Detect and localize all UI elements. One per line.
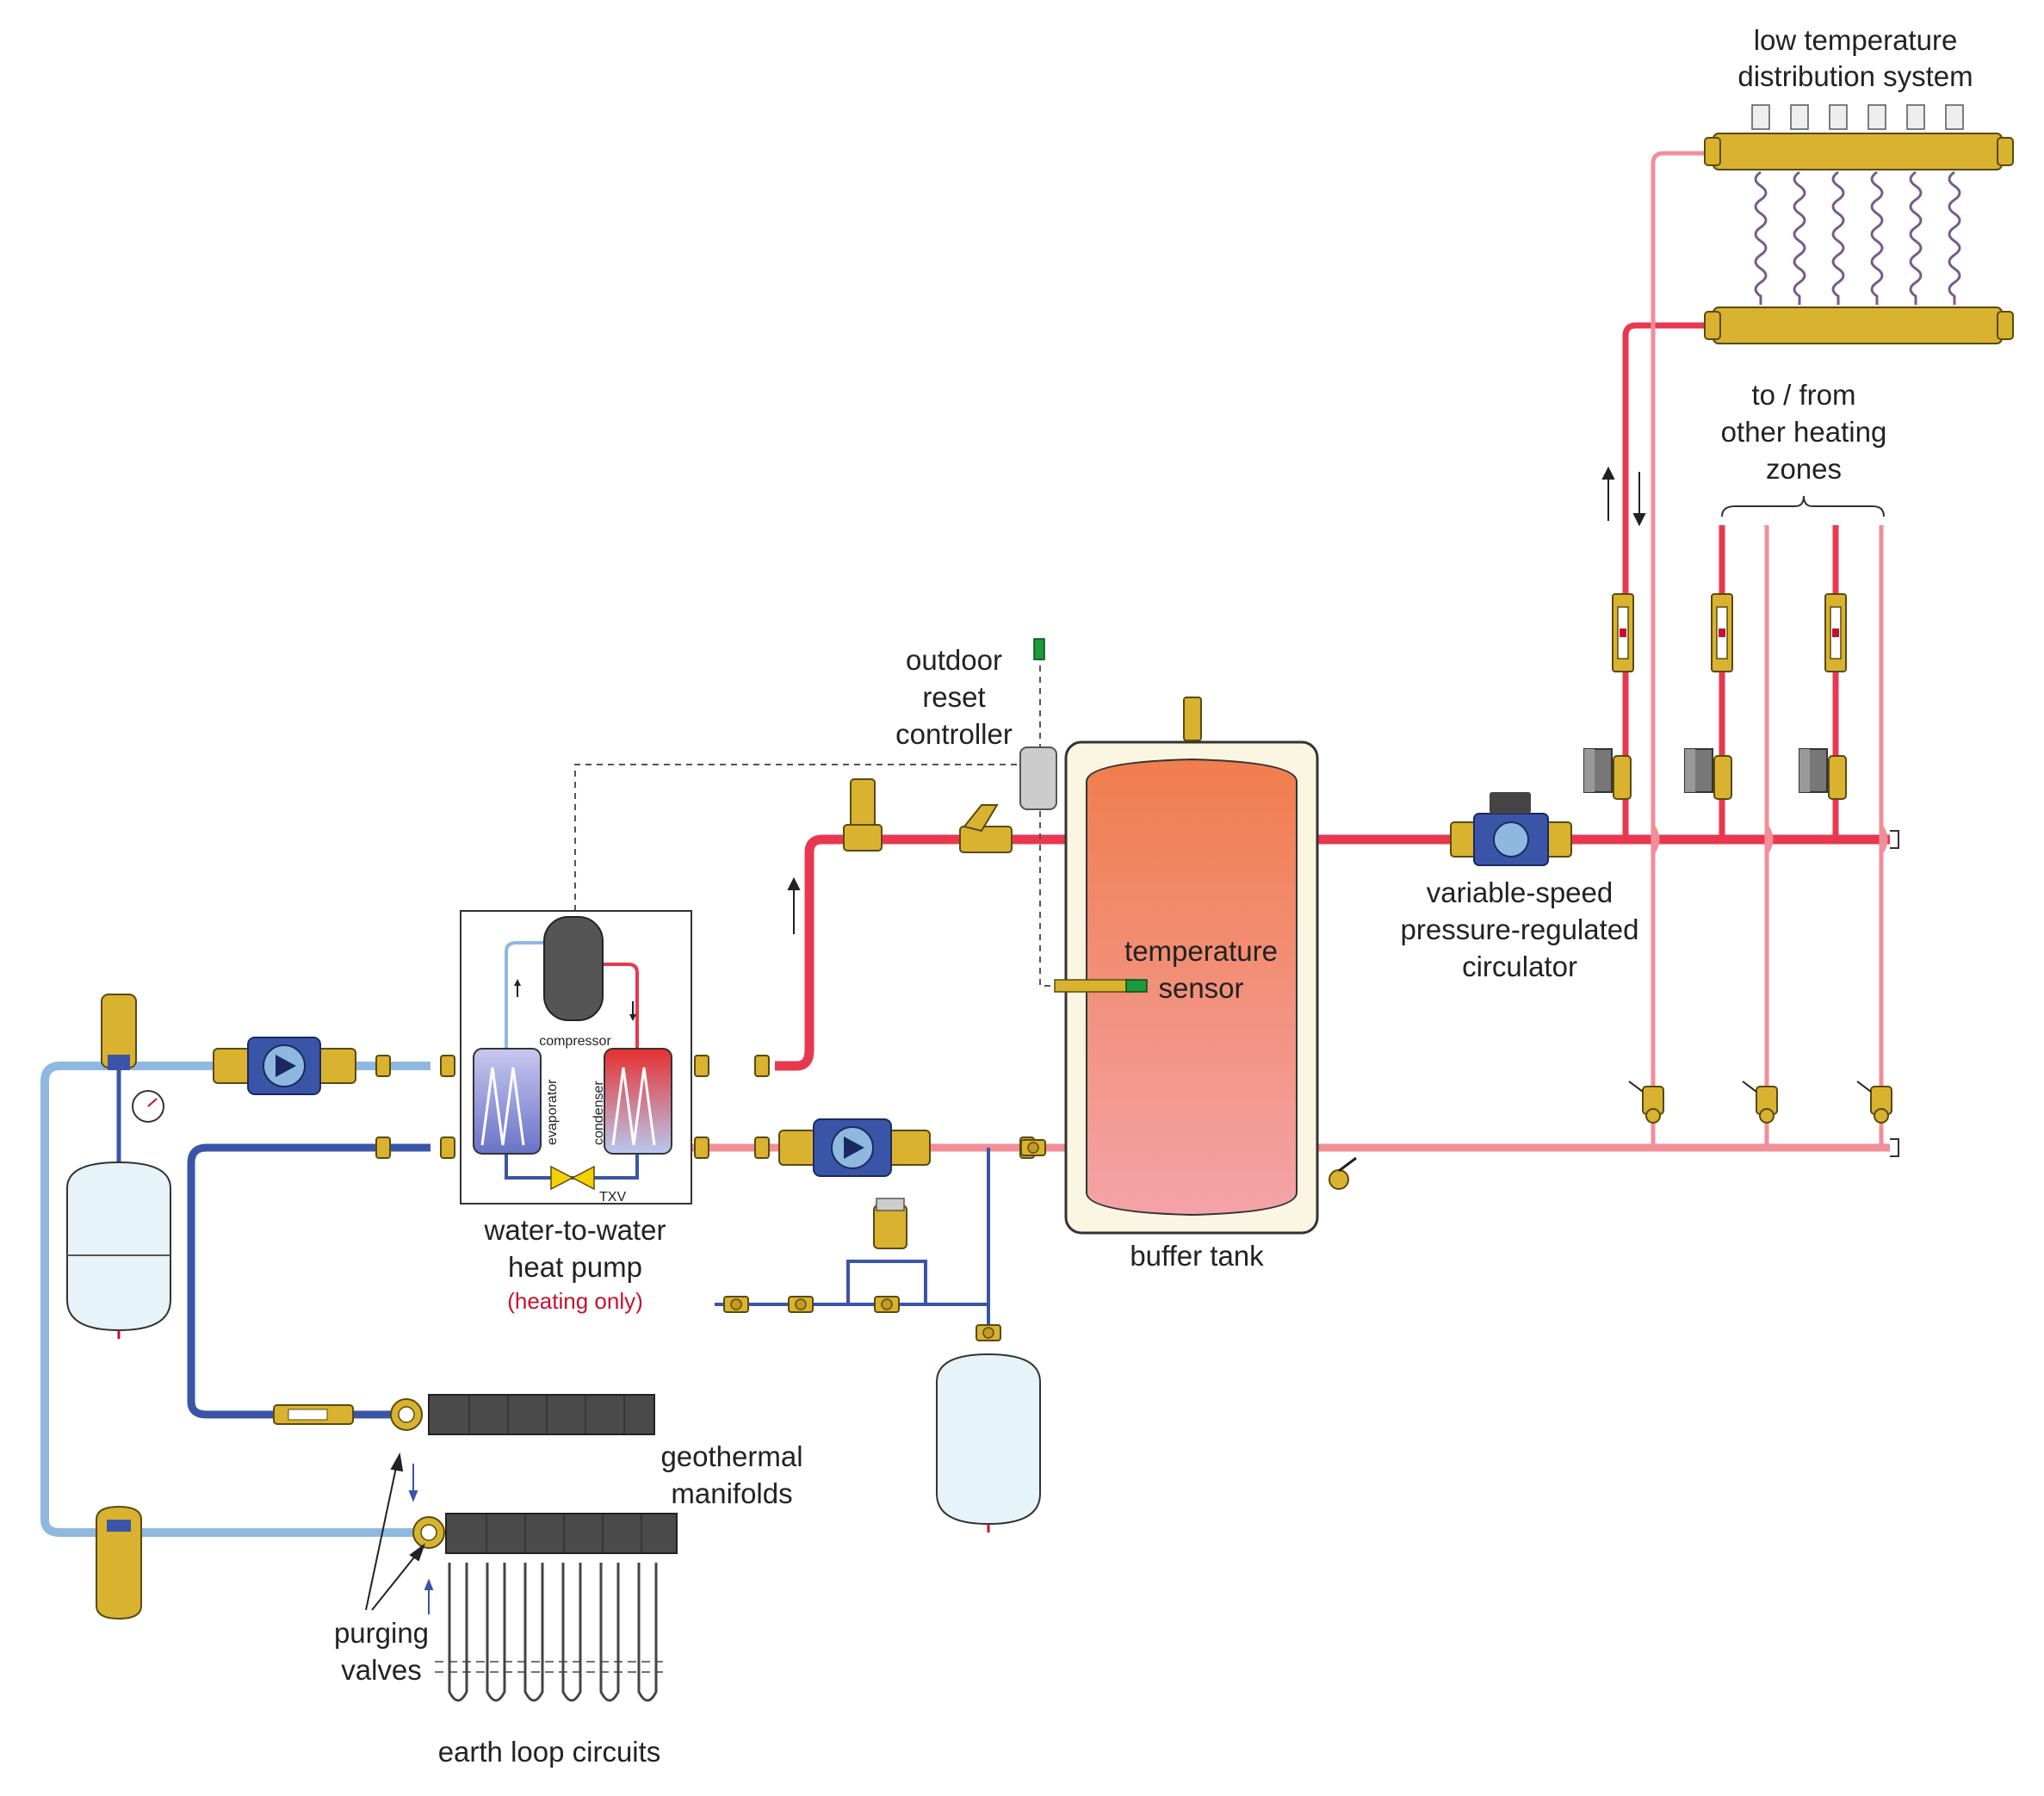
label-outdoor-reset: outdoor reset controller xyxy=(895,644,1013,750)
label-low-temp-distribution: low temperature distribution system xyxy=(1737,24,1973,92)
svg-text:(heating only): (heating only) xyxy=(507,1288,643,1314)
label-geothermal-manifolds: geothermal manifolds xyxy=(660,1440,802,1509)
buffer-tank xyxy=(1054,697,1357,1235)
svg-text:controller: controller xyxy=(895,718,1013,750)
variable-speed-circulator xyxy=(1450,792,1572,866)
label-variable-speed-circulator: variable-speed pressure-regulated circul… xyxy=(1401,876,1639,982)
earth-loop-dark-pipe xyxy=(187,1143,430,1419)
source-circulator-condenser xyxy=(778,1118,931,1177)
svg-text:low temperature: low temperature xyxy=(1754,24,1958,56)
geothermal-manifold-bottom xyxy=(412,1513,678,1554)
label-compressor: compressor xyxy=(539,1034,611,1049)
svg-text:other heating: other heating xyxy=(1721,416,1887,448)
label-heat-pump: water-to-water heat pump (heating only) xyxy=(484,1214,666,1314)
svg-text:geothermal: geothermal xyxy=(660,1440,802,1472)
svg-text:variable-speed: variable-speed xyxy=(1427,876,1613,908)
svg-text:heat pump: heat pump xyxy=(508,1251,642,1283)
hot-supply-pipe-hp-to-tank xyxy=(775,834,1087,1071)
svg-text:reset: reset xyxy=(922,681,985,713)
svg-text:outdoor: outdoor xyxy=(906,644,1002,676)
supply-riser-main xyxy=(1622,322,1718,839)
svg-text:temperature: temperature xyxy=(1124,935,1278,967)
air-separator-bottom xyxy=(96,1505,142,1620)
flow-arrows-riser xyxy=(787,466,1646,934)
earth-loop-expansion-tank xyxy=(66,1161,171,1339)
piping xyxy=(40,151,1899,1537)
return-riser-main xyxy=(1651,151,1718,1148)
svg-text:sensor: sensor xyxy=(1158,972,1243,1004)
source-circulator-evaporator xyxy=(213,1037,356,1095)
label-purging-valves: purging valves xyxy=(334,1617,429,1686)
label-evaporator: evaporator xyxy=(545,1079,560,1145)
supply-air-vent xyxy=(843,778,883,852)
earth-loop-light-pipe xyxy=(40,1062,430,1537)
svg-text:circulator: circulator xyxy=(1462,951,1577,982)
svg-text:pressure-regulated: pressure-regulated xyxy=(1401,913,1639,945)
pressure-gauge xyxy=(132,1090,164,1123)
wye-strainer xyxy=(959,804,1013,853)
label-temperature-sensor: temperature sensor xyxy=(1124,935,1278,1004)
label-earth-loop-circuits: earth loop circuits xyxy=(438,1736,661,1768)
label-to-from-zones: to / from other heating zones xyxy=(1721,379,1887,485)
label-condenser: condenser xyxy=(592,1081,606,1145)
outdoor-reset-controller xyxy=(1019,638,1057,810)
buffer-expansion-tank xyxy=(936,1353,1041,1533)
return-balancing-valves xyxy=(1628,1081,1892,1124)
zone-flowmeters xyxy=(1612,593,1847,672)
control-wiring xyxy=(1039,654,1055,987)
purging-valve-pointers xyxy=(365,1452,426,1611)
radiant-loops xyxy=(1754,170,1961,305)
geothermal-manifold-top xyxy=(390,1394,655,1435)
label-buffer-tank: buffer tank xyxy=(1130,1240,1264,1272)
distribution-manifold-supply xyxy=(1704,104,2014,170)
svg-text:water-to-water: water-to-water xyxy=(484,1214,666,1246)
zones-brace xyxy=(1721,495,1885,517)
makeup-water-assembly xyxy=(723,1139,1046,1341)
svg-text:valves: valves xyxy=(341,1654,422,1686)
svg-text:manifolds: manifolds xyxy=(671,1477,792,1509)
geothermal-flowmeter xyxy=(273,1404,354,1425)
label-txv: TXV xyxy=(599,1190,626,1205)
air-separator-top xyxy=(101,994,137,1070)
zone-valves xyxy=(1583,748,1847,800)
earth-loop-circuits xyxy=(448,1563,658,1702)
svg-text:zones: zones xyxy=(1766,453,1842,485)
distribution-manifold-return xyxy=(1704,307,2014,344)
svg-text:distribution system: distribution system xyxy=(1737,60,1973,92)
svg-text:purging: purging xyxy=(334,1617,429,1649)
svg-text:to / from: to / from xyxy=(1751,379,1855,411)
water-to-water-heat-pump xyxy=(460,910,692,1205)
